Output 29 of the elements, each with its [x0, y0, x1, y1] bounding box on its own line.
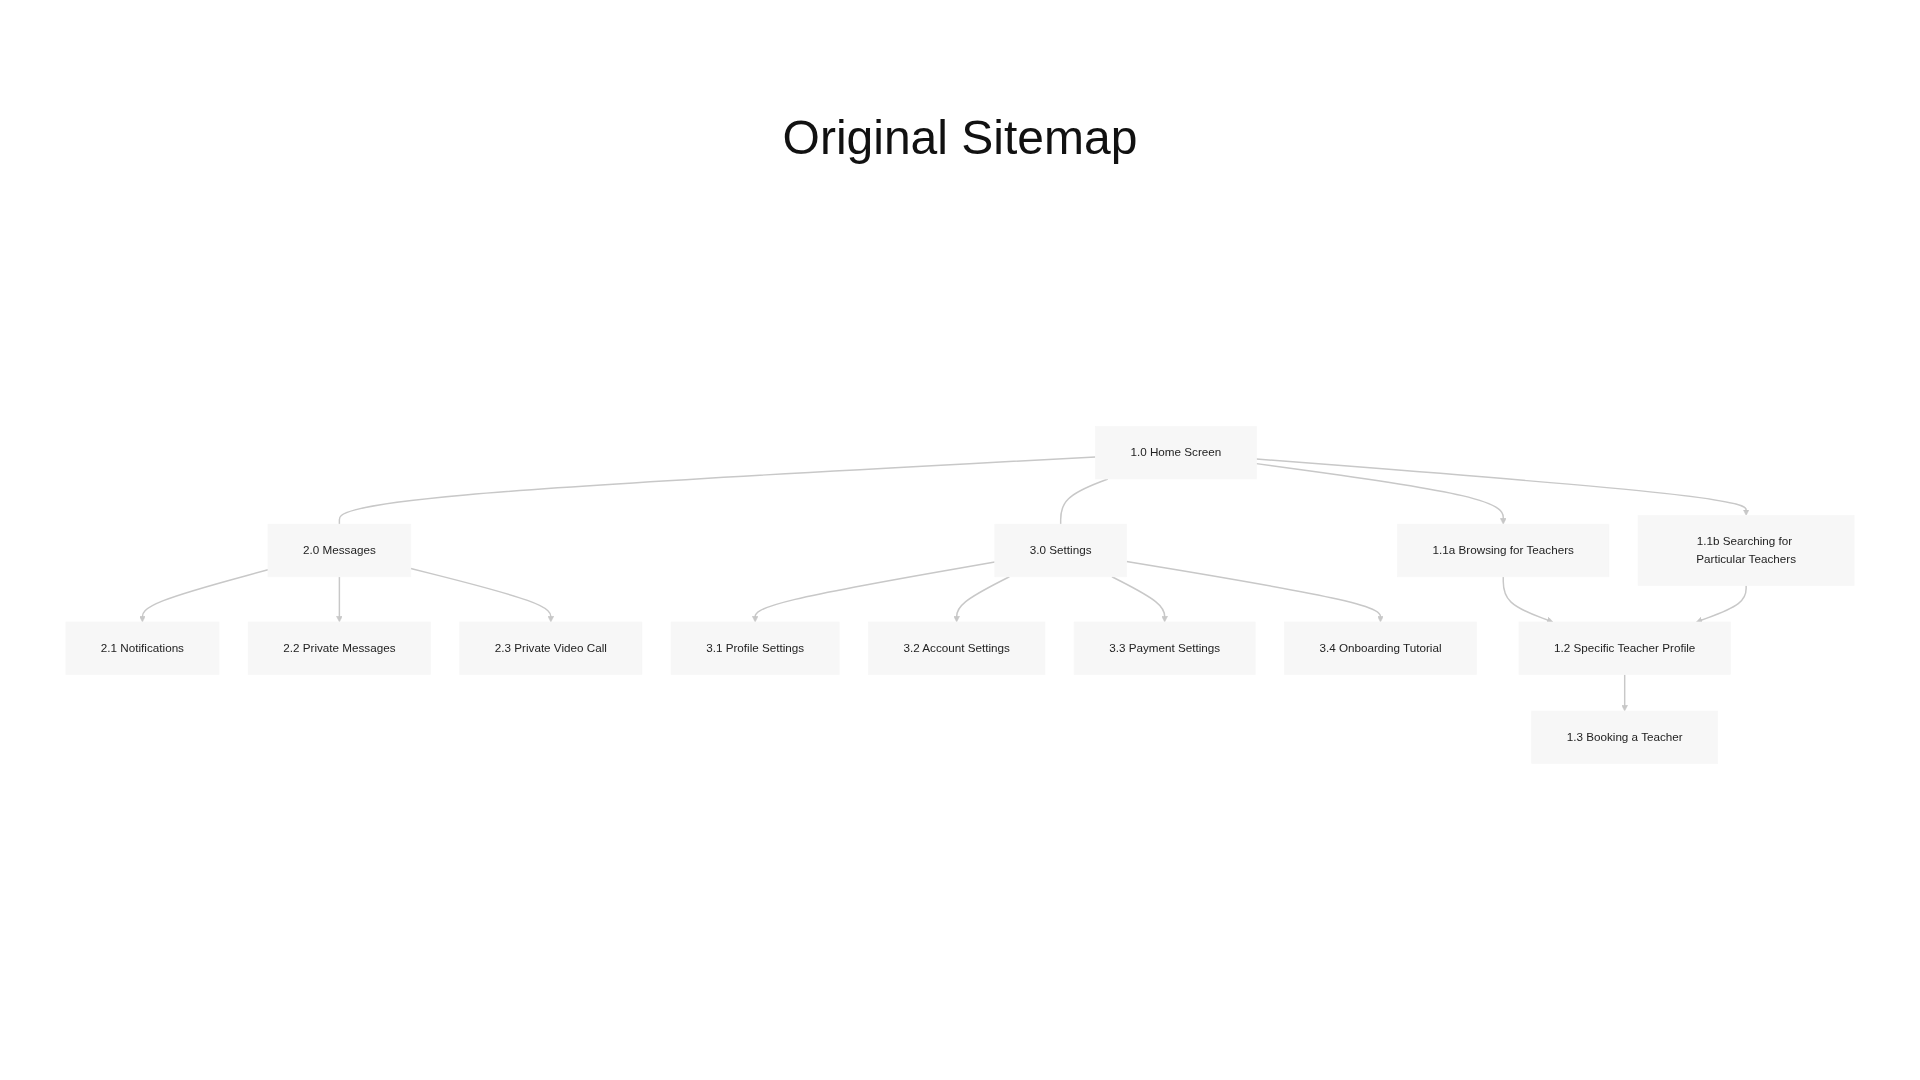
node-box: 2.2 Private Messages	[247, 621, 431, 675]
node-box: 3.3 Payment Settings	[1073, 621, 1256, 675]
node-box: 3.0 Settings	[994, 523, 1127, 578]
arrow	[1255, 462, 1507, 525]
arrow	[1502, 576, 1554, 624]
arrow	[1696, 584, 1747, 624]
connector	[338, 456, 1097, 525]
node-box: 2.3 Private Video Call	[459, 621, 643, 675]
node-box: 1.3 Booking a Teacher	[1531, 710, 1719, 764]
node-box: 2.0 Messages	[267, 523, 412, 578]
node-box: 2.1 Notifications	[65, 621, 220, 675]
connector	[1059, 478, 1109, 525]
node-box: 1.0 Home Screen	[1095, 426, 1257, 480]
node-box: 3.4 Onboarding Tutorial	[1284, 621, 1477, 675]
node-box: 1.1b Searching for Particular Teachers	[1637, 515, 1855, 586]
diagram-title: Original Sitemap	[782, 110, 1138, 165]
node-box: 3.2 Account Settings	[868, 621, 1046, 675]
arrow	[1621, 673, 1628, 712]
arrow	[410, 567, 555, 623]
arrow	[1125, 560, 1384, 623]
arrow	[1255, 458, 1750, 516]
arrow	[1111, 576, 1168, 623]
node-box: 1.1a Browsing for Teachers	[1397, 523, 1610, 578]
arrow	[336, 576, 343, 623]
node-box: 1.2 Specific Teacher Profile	[1518, 621, 1731, 675]
arrow	[953, 576, 1011, 623]
node-box: 3.1 Profile Settings	[670, 621, 840, 675]
arrow	[751, 561, 996, 623]
arrow	[139, 569, 269, 623]
